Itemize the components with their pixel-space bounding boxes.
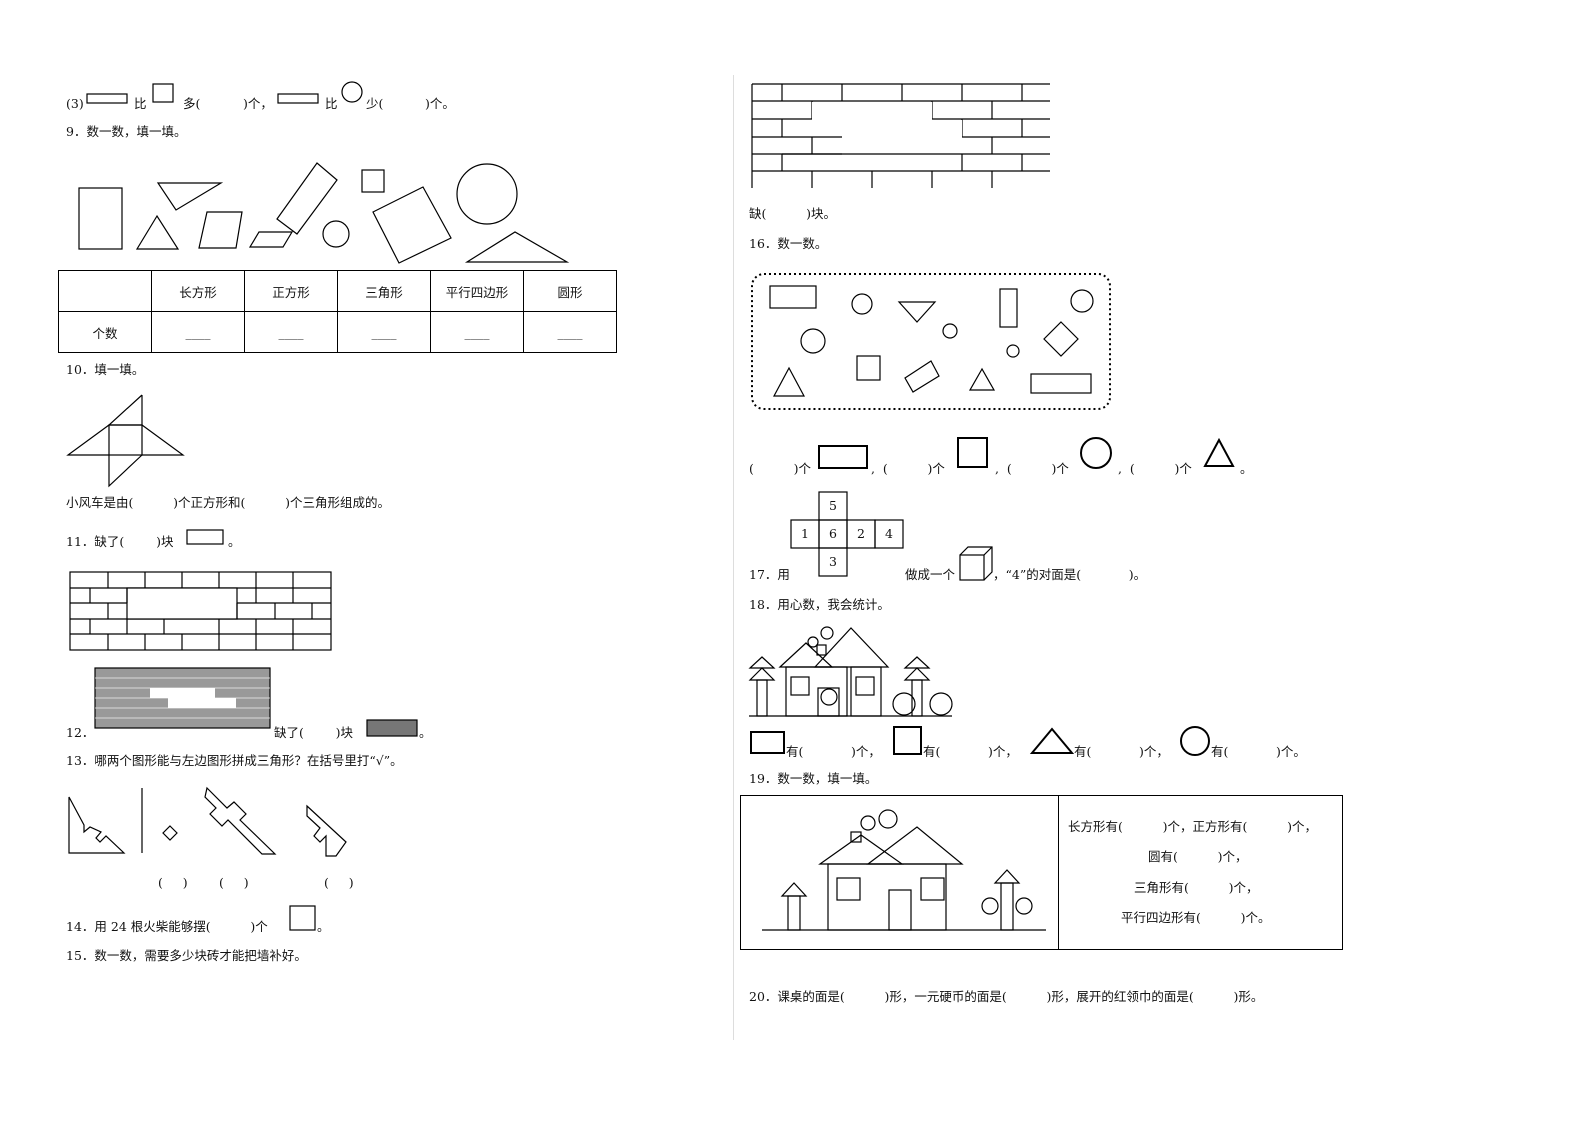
q12-text[interactable]: 缺了( )块 xyxy=(274,725,354,740)
header-parallelogram: 平行四边形 xyxy=(430,270,524,312)
answer-blank[interactable]: ____ xyxy=(151,311,245,353)
q14-end: 。 xyxy=(317,919,330,934)
grey-brick-icon xyxy=(366,719,418,737)
column-divider xyxy=(733,75,734,1040)
header-circle: 圆形 xyxy=(523,270,617,312)
q13-title: 13．哪两个图形能与左边图形拼成三角形？在括号里打“√”。 xyxy=(66,753,403,768)
net-face: 5 xyxy=(829,498,837,513)
q10-title: 10．填一填。 xyxy=(66,362,145,377)
q13-check-blank[interactable]: ( ) xyxy=(324,875,354,890)
q8-3-blank[interactable]: )个。 xyxy=(425,96,455,111)
q17-middle: 做成一个 xyxy=(905,567,956,582)
q8-3-number: (3) xyxy=(66,96,84,111)
q10-sentence[interactable]: 小风车是由( )个正方形和( )个三角形组成的。 xyxy=(66,495,390,510)
q12-end: 。 xyxy=(419,725,432,740)
q19-box xyxy=(740,795,1343,950)
brick-wall-q11 xyxy=(69,571,332,651)
q17-prefix: 17．用 xyxy=(749,567,790,582)
q16-legend-icons xyxy=(818,437,1235,469)
q15-answer[interactable]: 缺( )块。 xyxy=(749,206,836,221)
rectangle-icon xyxy=(86,93,128,104)
rectangle-icon xyxy=(277,93,319,104)
net-face: 2 xyxy=(857,526,865,541)
q8-3-text: 比 xyxy=(134,96,147,111)
q18-count-rect[interactable]: 有( )个， xyxy=(786,744,881,759)
q19-title: 19．数一数，填一填。 xyxy=(749,771,878,786)
q16-title: 16．数一数。 xyxy=(749,236,828,251)
answer-blank[interactable]: ____ xyxy=(244,311,338,353)
q16-shape-box xyxy=(751,273,1111,410)
header-rectangle: 长方形 xyxy=(151,270,245,312)
cube-net xyxy=(790,491,904,577)
q13-shapes xyxy=(68,786,347,857)
q16-count-triangle[interactable]: , ( )个 xyxy=(1118,461,1192,476)
cube-icon xyxy=(959,546,993,581)
q18-count-square[interactable]: 有( )个， xyxy=(923,744,1018,759)
net-face: 3 xyxy=(829,554,837,569)
net-face: 1 xyxy=(801,526,809,541)
q18-count-triangle[interactable]: 有( )个， xyxy=(1074,744,1169,759)
row-label: 个数 xyxy=(58,311,152,353)
q18-house-figure xyxy=(748,626,953,717)
q19-line[interactable]: 圆有( )个， xyxy=(1148,849,1248,864)
q18-title: 18．用心数，我会统计。 xyxy=(749,597,890,612)
q8-3-blank[interactable]: )个， xyxy=(243,96,273,111)
brick-wall-q15 xyxy=(751,83,1050,188)
square-icon xyxy=(152,83,174,103)
q9-shapes xyxy=(78,162,570,264)
header-square: 正方形 xyxy=(244,270,338,312)
q15-title: 15．数一数，需要多少块砖才能把墙补好。 xyxy=(66,948,307,963)
q9-count-table: 长方形 正方形 三角形 平行四边形 圆形 个数 ____ ____ ____ _… xyxy=(58,270,617,353)
q17-suffix[interactable]: ，“4”的对面是( )。 xyxy=(993,567,1147,582)
net-face: 4 xyxy=(885,526,893,541)
q19-line[interactable]: 平行四边形有( )个。 xyxy=(1121,910,1271,925)
q16-count-rect[interactable]: ( )个 xyxy=(749,461,811,476)
q13-check-blank[interactable]: ( ) xyxy=(158,875,188,890)
brick-wall-q12 xyxy=(94,667,271,729)
q16-end: 。 xyxy=(1240,461,1253,476)
net-face: 6 xyxy=(829,526,837,541)
q19-line[interactable]: 三角形有( )个， xyxy=(1134,880,1259,895)
square-icon xyxy=(289,905,316,931)
q19-line[interactable]: 长方形有( )个，正方形有( )个， xyxy=(1068,819,1317,834)
q20-title[interactable]: 20．课桌的面是( )形，一元硬币的面是( )形，展开的红领巾的面是( )形。 xyxy=(749,989,1264,1004)
q18-legend-icons xyxy=(750,726,1210,756)
q19-house-figure xyxy=(762,809,1046,931)
q14-title[interactable]: 14．用 24 根火柴能够摆( )个 xyxy=(66,919,268,934)
q8-3-text: 比 xyxy=(325,96,338,111)
q16-count-circle[interactable]: , ( )个 xyxy=(995,461,1069,476)
header-triangle: 三角形 xyxy=(337,270,431,312)
answer-blank[interactable]: ____ xyxy=(337,311,431,353)
q8-3-text: 少( xyxy=(366,96,384,111)
answer-blank[interactable]: ____ xyxy=(430,311,524,353)
q8-3-text: 多( xyxy=(183,96,201,111)
q18-count-circle[interactable]: 有( )个。 xyxy=(1211,744,1306,759)
q13-check-blank[interactable]: ( ) xyxy=(219,875,249,890)
answer-blank[interactable]: ____ xyxy=(523,311,617,353)
circle-icon xyxy=(341,81,363,103)
q9-title: 9．数一数，填一填。 xyxy=(66,124,187,139)
q16-count-square[interactable]: , ( )个 xyxy=(871,461,945,476)
brick-icon xyxy=(186,529,224,545)
pinwheel-figure xyxy=(66,394,185,488)
q12-number: 12． xyxy=(66,725,95,740)
q11-title[interactable]: 11．缺了( )块 xyxy=(66,534,174,549)
